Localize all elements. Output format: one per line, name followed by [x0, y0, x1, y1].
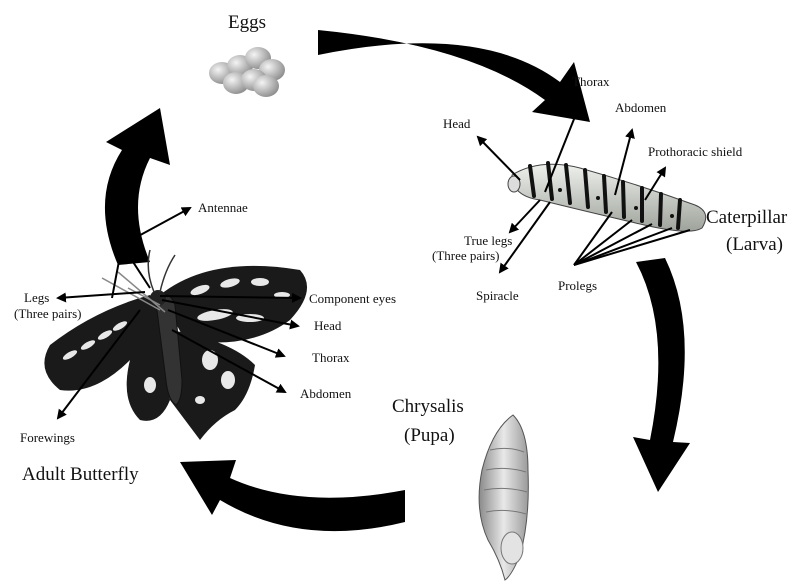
- larva-label-head: Head: [443, 116, 471, 131]
- larva-label-prothoracic-shield: Prothoracic shield: [648, 144, 743, 159]
- eggs-cluster: [209, 47, 285, 97]
- stage-label-pupa: (Pupa): [404, 425, 455, 446]
- arrow-larva-to-pupa: [633, 258, 690, 492]
- arrow-adult-to-eggs: [105, 108, 170, 265]
- stage-label-caterpillar: Caterpillar: [706, 207, 788, 228]
- adult-label-abdomen: Abdomen: [300, 386, 352, 401]
- larva-label-thorax: Thorax: [572, 74, 610, 89]
- larva-label-true-legs-pairs: (Three pairs): [432, 248, 500, 263]
- larva-label-spiracle: Spiracle: [476, 288, 519, 303]
- butterfly: [44, 250, 307, 440]
- adult-label-legs-pairs: (Three pairs): [14, 306, 82, 321]
- larva-label-prolegs: Prolegs: [558, 278, 597, 293]
- arrow-eggs-to-larva: [318, 30, 590, 122]
- stage-label-chrysalis: Chrysalis: [392, 396, 464, 417]
- stage-label-larva: (Larva): [726, 234, 783, 255]
- stage-label-eggs: Eggs: [228, 12, 266, 33]
- adult-label-head: Head: [314, 318, 342, 333]
- adult-label-antennae: Antennae: [198, 200, 248, 215]
- adult-label-thorax: Thorax: [312, 350, 350, 365]
- chrysalis: [479, 415, 528, 580]
- adult-label-forewings: Forewings: [20, 430, 75, 445]
- arrow-pupa-to-adult: [180, 460, 405, 531]
- larva-label-abdomen: Abdomen: [615, 100, 667, 115]
- stage-label-adult-butterfly: Adult Butterfly: [22, 464, 139, 485]
- larva-label-true-legs: True legs: [464, 233, 512, 248]
- adult-label-legs: Legs: [24, 290, 49, 305]
- adult-label-compound-eyes: Component eyes: [309, 291, 396, 306]
